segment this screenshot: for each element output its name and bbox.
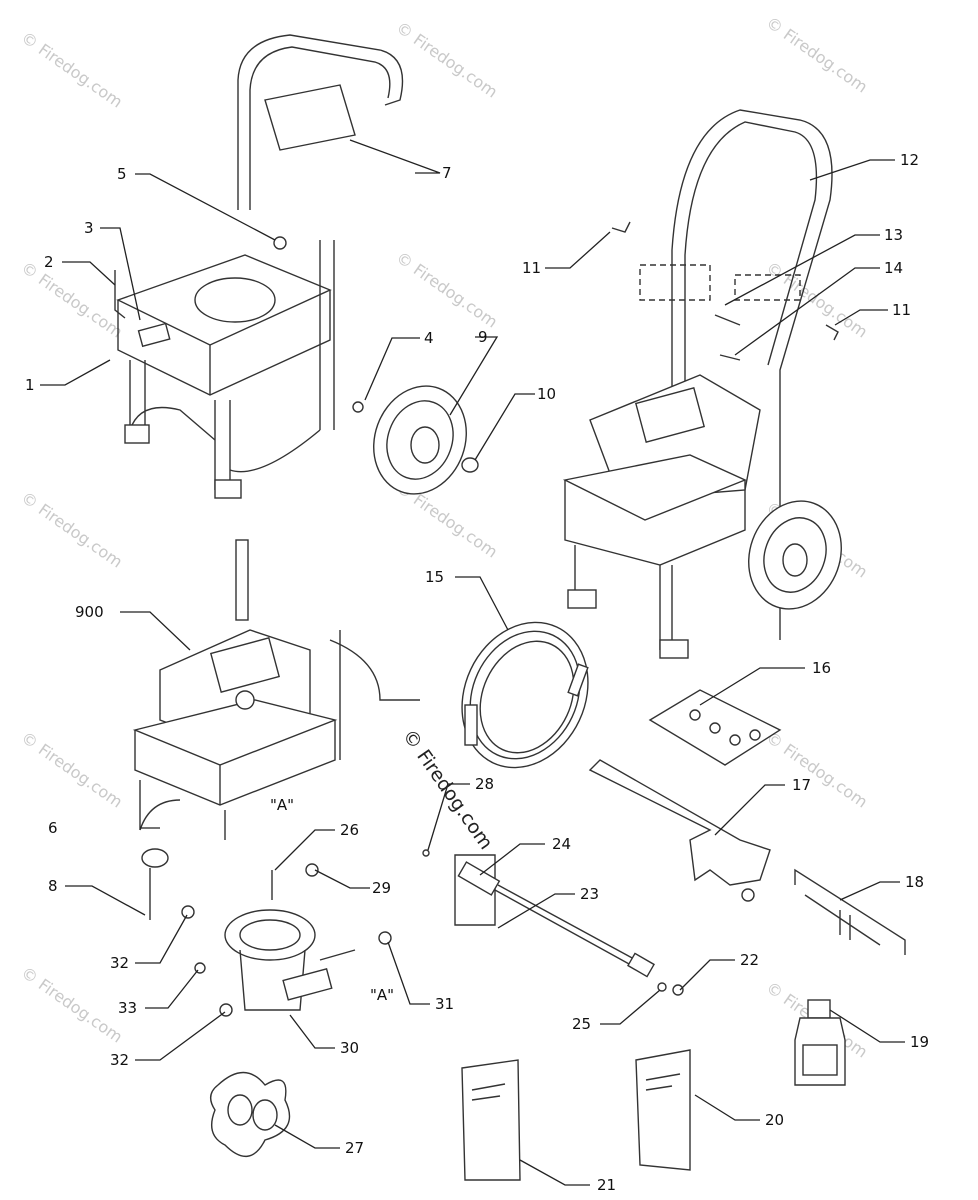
- engine-assembly-illustration: [132, 539, 420, 920]
- label-a-right: "A": [370, 986, 394, 1004]
- callout-16: 16: [812, 659, 831, 677]
- callout-32a: 32: [110, 954, 129, 972]
- callout-10: 10: [537, 385, 556, 403]
- callout-19: 19: [910, 1033, 929, 1051]
- hose-illustration: [461, 621, 589, 769]
- callout-23: 23: [580, 885, 599, 903]
- watermark: © Firedog.com: [393, 248, 501, 332]
- wand-illustration: [422, 849, 684, 996]
- callout-4: 4: [424, 329, 434, 347]
- callout-1: 1: [25, 376, 35, 394]
- manual-20-illustration: [635, 1049, 691, 1171]
- callout-20: 20: [765, 1111, 784, 1129]
- callout-25: 25: [572, 1015, 591, 1033]
- callout-27: 27: [345, 1139, 364, 1157]
- callout-11b: 11: [892, 301, 911, 319]
- callout-3: 3: [84, 219, 94, 237]
- callout-18: 18: [905, 873, 924, 891]
- label-a-left: "A": [270, 796, 294, 814]
- callout-15: 15: [425, 568, 444, 586]
- callout-2: 2: [44, 253, 54, 271]
- callout-29: 29: [372, 879, 391, 897]
- holder-illustration: [794, 868, 906, 955]
- callout-24: 24: [552, 835, 571, 853]
- callout-32b: 32: [110, 1051, 129, 1069]
- assembled-unit-illustration: [562, 109, 842, 659]
- spray-gun-illustration: [588, 759, 771, 902]
- callout-21: 21: [597, 1176, 616, 1194]
- pump-illustration: [181, 863, 392, 1017]
- callout-7: 7: [442, 164, 452, 182]
- manual-21-illustration: [461, 1059, 521, 1181]
- callout-33: 33: [118, 999, 137, 1017]
- callout-31: 31: [435, 995, 454, 1013]
- callout-14: 14: [884, 259, 903, 277]
- wheel-illustration: [373, 385, 479, 495]
- watermark: © Firedog.com: [18, 728, 126, 812]
- leader-lines: [40, 139, 905, 1186]
- callout-13: 13: [884, 226, 903, 244]
- frame-illustration: [114, 34, 404, 499]
- callout-12: 12: [900, 151, 919, 169]
- callout-900: 900: [75, 603, 104, 621]
- callout-26: 26: [340, 821, 359, 839]
- callout-9: 9: [478, 328, 488, 346]
- callout-8: 8: [48, 877, 58, 895]
- callout-labels: 1 2 3 4 5 6 7 8 9 10 11 11 12 13 14 15 1…: [25, 151, 929, 1194]
- oil-bottle-illustration: [794, 999, 846, 1086]
- watermark: © Firedog.com: [18, 28, 126, 112]
- callout-28: 28: [475, 775, 494, 793]
- watermark: © Firedog.com: [763, 728, 871, 812]
- callout-6: 6: [48, 819, 58, 837]
- watermark: © Firedog.com: [18, 963, 126, 1047]
- callout-30: 30: [340, 1039, 359, 1057]
- callout-5: 5: [117, 165, 127, 183]
- callout-17: 17: [792, 776, 811, 794]
- seal-kit-illustration: [210, 1071, 291, 1157]
- watermark: © Firedog.com: [763, 13, 871, 97]
- watermark: © Firedog.com: [18, 258, 126, 342]
- callout-11a: 11: [522, 259, 541, 277]
- handle-panel-7: [264, 84, 356, 151]
- watermark: © Firedog.com: [393, 18, 501, 102]
- watermark: © Firedog.com: [18, 488, 126, 572]
- nozzle-plate-illustration: [648, 689, 782, 766]
- callout-22: 22: [740, 951, 759, 969]
